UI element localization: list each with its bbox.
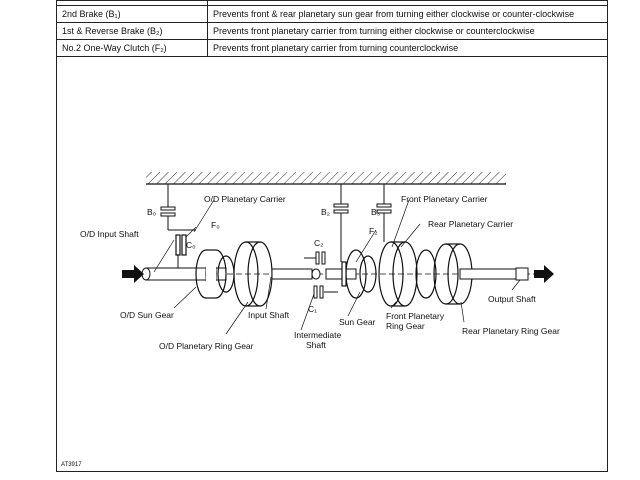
label-rear-planetary-ring-gear: Rear Planetary Ring Gear (462, 326, 560, 336)
page-frame (56, 0, 608, 472)
component-function: Prevents front planetary carrier from tu… (207, 22, 608, 40)
input-arrow (122, 265, 144, 283)
table-row: 2nd Brake (B₁) Prevents front & rear pla… (56, 5, 608, 23)
intermediate-shaft (325, 268, 357, 280)
label-b3: B₃ (371, 207, 380, 217)
label-b2: B₂ (321, 207, 330, 217)
component-function: Prevents front planetary carrier from tu… (207, 39, 608, 57)
label-c0: C₀ (186, 240, 196, 250)
brake-b0 (160, 184, 196, 231)
table-row: No.2 One-Way Clutch (F₂) Prevents front … (56, 39, 608, 57)
table-row: 1st & Reverse Brake (B₂) Prevents front … (56, 22, 608, 40)
transmission-case (146, 172, 506, 185)
label-sun-gear: Sun Gear (339, 317, 376, 327)
label-input-shaft: Input Shaft (248, 310, 290, 320)
label-rear-planetary-carrier: Rear Planetary Carrier (428, 219, 513, 229)
clutch-c2 (304, 251, 326, 265)
label-f2: F₂ (369, 226, 378, 236)
label-front-planetary-ring-gear: Front Planetary Ring Gear (386, 311, 447, 331)
label-output-shaft: Output Shaft (488, 294, 536, 304)
output-shaft (459, 267, 529, 281)
brake-b2 (333, 184, 349, 262)
leader-lines (153, 199, 521, 335)
label-f0: F₀ (211, 220, 220, 230)
gear-train-diagram: O/D Planetary Carrier Front Planetary Ca… (80, 172, 560, 351)
label-c1: C₁ (308, 304, 317, 314)
figure-code: AT3917 (61, 462, 82, 468)
od-planetary-set (175, 234, 273, 307)
output-arrow (534, 265, 554, 283)
label-intermediate-shaft: Intermediate Shaft (294, 330, 344, 350)
label-od-sun-gear: O/D Sun Gear (120, 310, 174, 320)
label-od-input-shaft: O/D Input Shaft (80, 229, 139, 239)
component-function: Prevents front & rear planetary sun gear… (207, 5, 608, 23)
component-name: No.2 One-Way Clutch (F₂) (56, 39, 208, 57)
label-front-planetary-carrier: Front Planetary Carrier (401, 194, 488, 204)
component-name: 1st & Reverse Brake (B₂) (56, 22, 208, 40)
component-table: 2nd Brake (B₁) Prevents front & rear pla… (56, 0, 608, 57)
label-od-planetary-carrier: O/D Planetary Carrier (204, 194, 286, 204)
label-c2: C₂ (314, 238, 323, 248)
label-od-planetary-ring-gear: O/D Planetary Ring Gear (159, 341, 254, 351)
clutch-c1 (313, 285, 338, 299)
label-b0: B₀ (147, 207, 157, 217)
input-shaft (271, 268, 321, 280)
component-name: 2nd Brake (B₁) (56, 5, 208, 23)
brake-b3 (376, 184, 392, 242)
